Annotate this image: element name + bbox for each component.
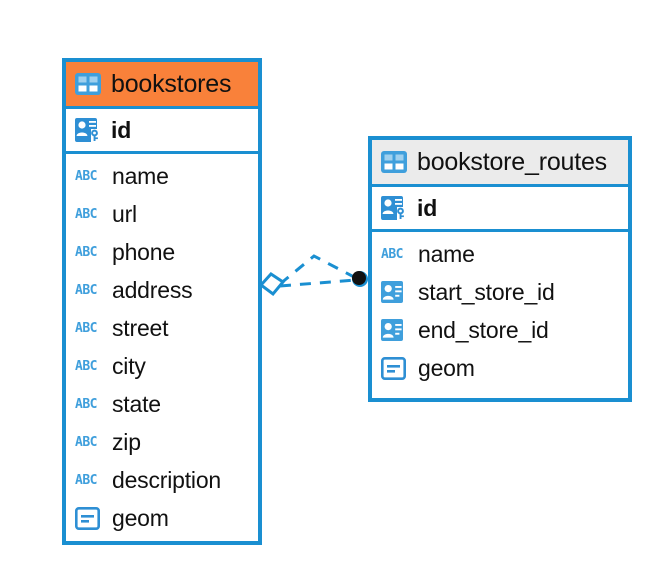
text-field-icon: ABC (75, 434, 97, 450)
entity-header-bookstore-routes[interactable]: bookstore_routes (372, 140, 628, 187)
text-field-icon: ABC (75, 206, 97, 222)
foreign-key-icon (381, 280, 409, 304)
column-row-name[interactable]: ABC name (66, 157, 258, 195)
column-label: city (112, 352, 146, 379)
column-label: zip (112, 428, 141, 455)
column-label: end_store_id (418, 316, 549, 343)
entity-bookstores[interactable]: bookstores id ABC (62, 58, 262, 545)
column-label: street (112, 314, 169, 341)
column-row-geom[interactable]: geom (372, 349, 628, 387)
column-row-zip[interactable]: ABC zip (66, 423, 258, 461)
column-row-phone[interactable]: ABC phone (66, 233, 258, 271)
column-label: address (112, 276, 193, 303)
table-icon (75, 73, 101, 95)
filled-circle-endpoint-core (352, 271, 366, 285)
primary-key-icon (75, 118, 102, 142)
text-field-icon: ABC (75, 320, 97, 336)
column-row-state[interactable]: ABC state (66, 385, 258, 423)
column-label: geom (112, 504, 169, 531)
relationship-connector[interactable] (252, 240, 382, 320)
entity-title: bookstore_routes (417, 147, 607, 176)
column-row-url[interactable]: ABC url (66, 195, 258, 233)
column-row-address[interactable]: ABC address (66, 271, 258, 309)
text-field-icon: ABC (75, 396, 97, 412)
column-label: phone (112, 238, 175, 265)
text-field-icon: ABC (75, 282, 97, 298)
column-row-primary-key[interactable]: id (372, 187, 628, 232)
geometry-field-icon (75, 506, 103, 530)
text-field-icon: ABC (75, 244, 97, 260)
foreign-key-icon (381, 318, 409, 342)
primary-key-icon (381, 196, 408, 220)
entity-bookstore-routes[interactable]: bookstore_routes id ABC (368, 136, 632, 402)
column-label: name (418, 240, 475, 267)
column-label: start_store_id (418, 278, 555, 305)
text-field-icon: ABC (75, 168, 97, 184)
filled-circle-endpoint (352, 271, 368, 287)
entity-title: bookstores (111, 69, 232, 98)
column-row-end-store-id[interactable]: end_store_id (372, 311, 628, 349)
column-label: id (417, 194, 438, 221)
geometry-field-icon (381, 356, 409, 380)
text-field-icon: ABC (381, 246, 403, 262)
column-label: name (112, 162, 169, 189)
column-row-description[interactable]: ABC description (66, 461, 258, 499)
column-row-name[interactable]: ABC name (372, 235, 628, 273)
column-row-city[interactable]: ABC city (66, 347, 258, 385)
column-label: id (111, 116, 132, 143)
column-label: url (112, 200, 137, 227)
entity-header-bookstores[interactable]: bookstores (66, 62, 258, 109)
relationship-line-lower (279, 278, 357, 288)
diamond-endpoint (258, 272, 286, 297)
column-label: geom (418, 354, 475, 381)
column-list-bookstores: ABC name ABC url ABC phone ABC address A… (66, 154, 258, 537)
column-row-primary-key[interactable]: id (66, 109, 258, 154)
column-label: state (112, 390, 161, 417)
column-label: description (112, 466, 222, 493)
column-list-bookstore-routes: ABC name start_store_id (372, 232, 628, 387)
text-field-icon: ABC (75, 358, 97, 374)
column-row-geom[interactable]: geom (66, 499, 258, 537)
table-icon (381, 151, 407, 173)
column-row-street[interactable]: ABC street (66, 309, 258, 347)
text-field-icon: ABC (75, 472, 97, 488)
column-row-start-store-id[interactable]: start_store_id (372, 273, 628, 311)
relationship-line-upper (279, 254, 357, 286)
